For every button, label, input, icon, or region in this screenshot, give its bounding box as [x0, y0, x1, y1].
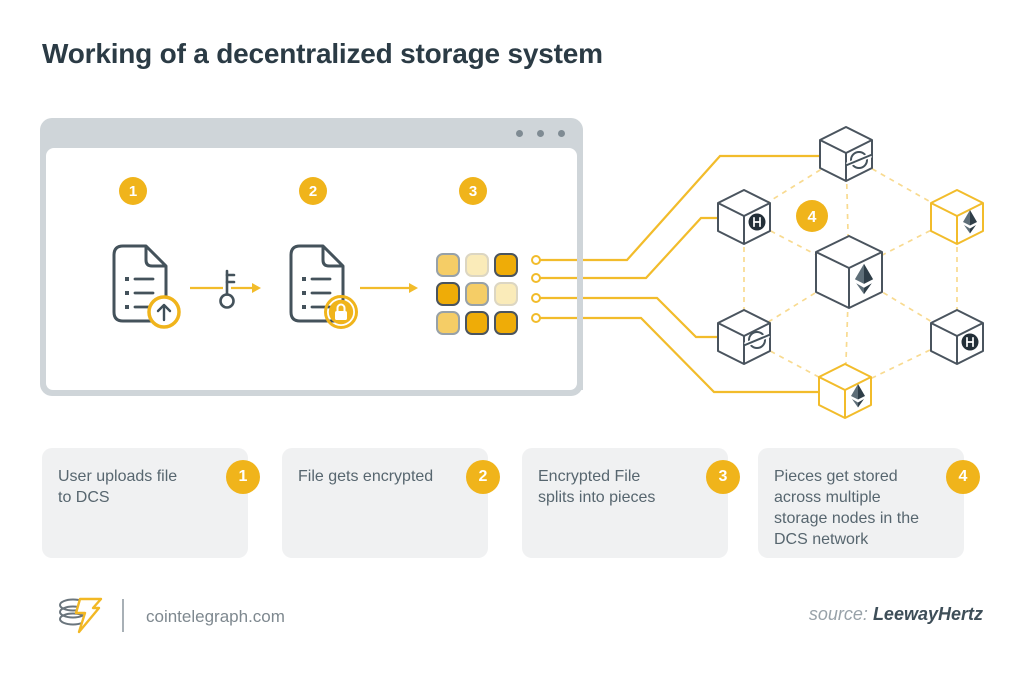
network-badge: 4 [796, 200, 828, 232]
storage-node-top [819, 126, 872, 182]
caption-badge-1: 1 [226, 460, 260, 494]
window-dot-icon [558, 130, 565, 137]
storage-node-lower-right [930, 309, 984, 365]
caption-badge-2: 2 [466, 460, 500, 494]
caption-badge-4: 4 [946, 460, 980, 494]
footer-source: source: LeewayHertz [809, 604, 983, 625]
window-dot-icon [537, 130, 544, 137]
storage-node-bottom [818, 363, 872, 419]
stellar-icon [745, 332, 769, 348]
step-badge-2: 2 [299, 177, 327, 205]
caption-box-3: Encrypted File splits into pieces [522, 448, 728, 558]
caption-box-1: User uploads file to DCS [42, 448, 248, 558]
lightning-bolt-icon [74, 597, 103, 634]
ethereum-icon [851, 384, 865, 408]
step-badge-3: 3 [459, 177, 487, 205]
network-badge-number: 4 [808, 209, 817, 226]
caption-box-4: Pieces get stored across multiple storag… [758, 448, 964, 558]
storage-node-lower-left [717, 309, 770, 365]
ethereum-icon [963, 210, 977, 234]
page-title: Working of a decentralized storage syste… [42, 38, 603, 69]
storage-node-center [815, 235, 883, 309]
network-dashed-links [743, 153, 958, 392]
window-control-dots [516, 130, 565, 137]
source-name: LeewayHertz [872, 604, 983, 624]
source-label: source: [808, 604, 868, 624]
footer-site-text: cointelegraph.com [146, 607, 285, 626]
caption-badge-3: 3 [706, 460, 740, 494]
browser-window [40, 118, 583, 396]
window-dot-icon [516, 130, 523, 137]
storage-node-upper-right [930, 189, 984, 245]
stellar-icon [847, 152, 871, 168]
browser-window-header [40, 118, 583, 148]
caption-box-2: File gets encrypted [282, 448, 488, 558]
footer-divider [122, 599, 124, 632]
step-badge-1: 1 [119, 177, 147, 205]
storage-node-upper-left [717, 189, 771, 245]
hedera-icon [747, 212, 767, 232]
cointelegraph-logo-icon [59, 597, 103, 634]
hedera-icon [960, 332, 980, 352]
ethereum-icon [854, 263, 874, 295]
